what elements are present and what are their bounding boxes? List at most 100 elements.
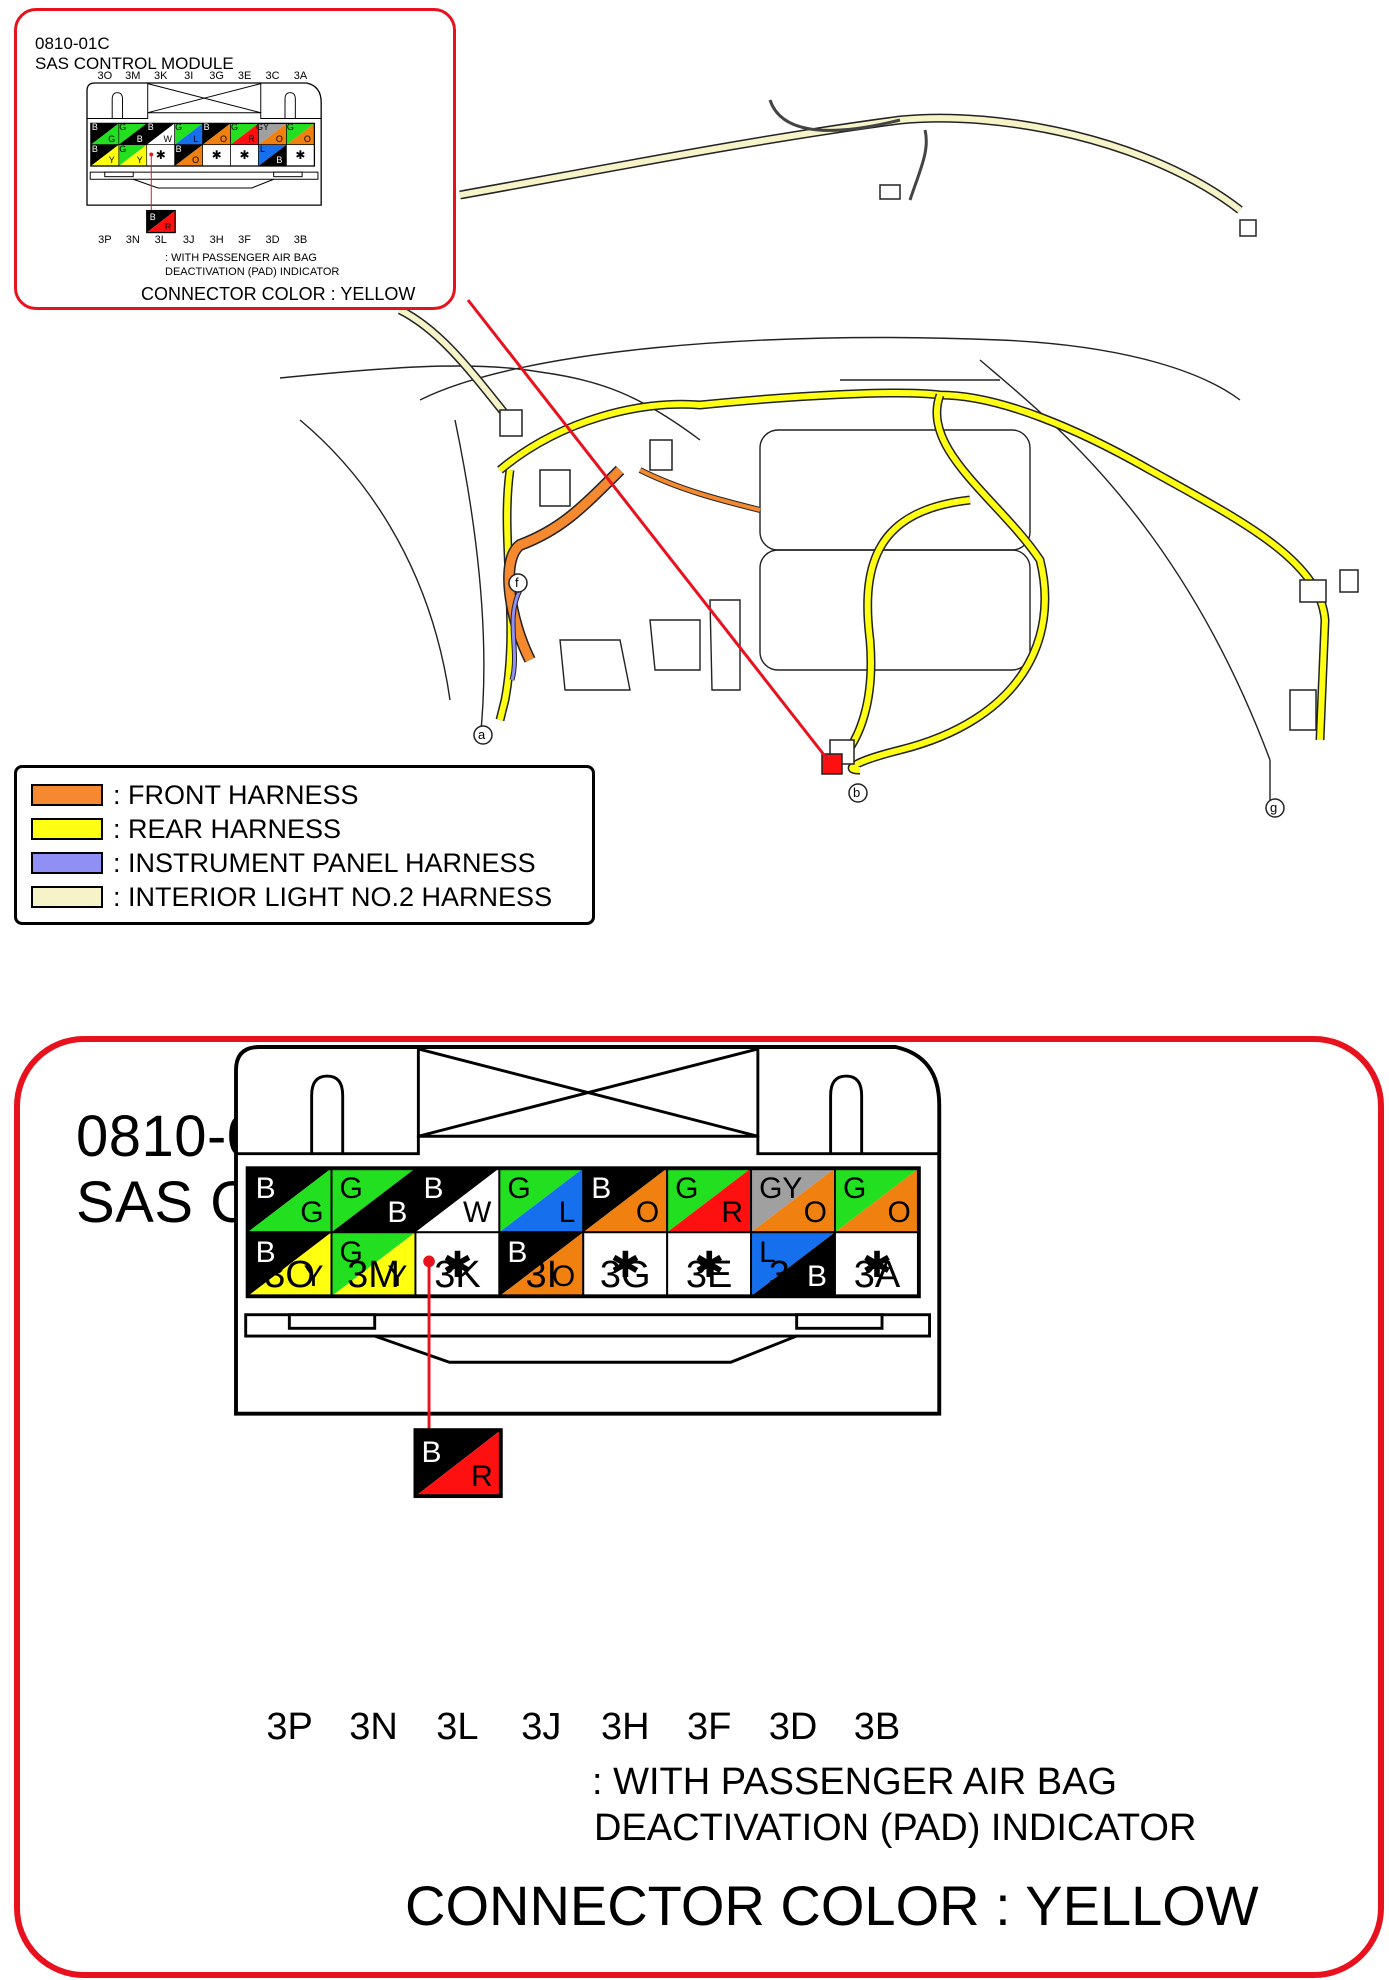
latch-notch [111,92,124,119]
pin-label-top: 3K [434,1254,481,1296]
pad-swatch-color-b [146,210,176,233]
wire-code-b: O [635,1196,660,1230]
inset-connector-color: CONNECTOR COLOR : YELLOW [141,284,416,304]
pin-label-bottom: 3L [436,1706,479,1748]
connector-base [244,1313,932,1338]
inset-pin-label-bottom: 3H [209,234,224,246]
wire-code-a: B [591,1172,612,1206]
pin-label-top: 3C [768,1254,818,1296]
wire-color-b [247,1232,332,1297]
inset-wire-code-a: B [91,143,98,154]
inset-wire-code-b: G [108,133,116,144]
wire-code-a: L [759,1236,776,1270]
inset-empty-mark: ✱ [295,148,306,163]
pin-label-top: 3I [525,1254,558,1296]
wire-color-a [247,1168,332,1233]
inset-wire-code-b: B [276,155,283,165]
wire-code-b: O [887,1196,911,1230]
inset-wire-code-a: GY [255,122,269,133]
legend-item: : INTERIOR LIGHT NO.2 HARNESS [31,880,552,914]
wire-color-b [146,123,175,145]
wire-code-b: O [803,1196,827,1230]
cover-window [147,83,262,114]
legend-label: : REAR HARNESS [113,813,342,844]
wire-code-a: GY [759,1172,803,1206]
legend-item: : FRONT HARNESS [31,778,359,812]
inset-wire-code-b: O [220,133,228,144]
inset-pin-label-top: 3O [97,70,113,82]
wire-color-b [751,1168,835,1233]
empty-cavity-mark: ✱ [610,1244,641,1286]
wire-code-a: B [507,1236,528,1270]
wire-code-b: B [806,1260,827,1294]
inset-wire-code-b: O [275,133,283,144]
wire-code-b: G [300,1196,324,1230]
wire-code-a: G [339,1236,363,1270]
wire-code-a: G [675,1172,699,1206]
empty-cavity-mark: ✱ [861,1244,893,1286]
wire-code-b: B [387,1196,408,1230]
wire-code-b: W [463,1196,492,1230]
wire-color-a [90,144,119,167]
inset-wire-code-b: O [192,155,200,165]
inset-wire-code-b: Y [108,155,115,165]
pin-label-top: 3M [347,1254,400,1296]
legend-label: : INTERIOR LIGHT NO.2 HARNESS [113,881,553,912]
wire-color-b [118,123,147,145]
dashboard-outline [279,336,1271,800]
wire-color-b [499,1232,584,1297]
inset-pin-label-bottom: 3P [98,234,112,246]
wire-color-b [247,1168,332,1233]
inset-wire-code-a: G [231,122,239,133]
cover-window [416,1047,760,1138]
wire-color-a [583,1168,668,1233]
instrument-panel-harness [509,588,523,681]
pin-label-bottom: 3D [768,1706,818,1748]
wire-color-a [258,144,287,167]
inset-pin-label-bottom: 3D [265,234,280,246]
inset-wire-code-b: Y [136,155,143,165]
detail-connector-color: CONNECTOR COLOR : YELLOW [405,1874,1259,1937]
wire-color-a [146,123,175,145]
wire-color-b [834,1168,919,1233]
inset-pin-label-bottom: 3N [125,234,140,246]
wire-code-b: Y [303,1260,324,1294]
wire-code-a: G [339,1172,363,1206]
wire-code-a: G [507,1172,531,1206]
wire-code-a: B [255,1172,276,1206]
inset-wire-code-a: B [175,143,182,154]
empty-cavity [666,1231,753,1298]
wire-color-a [751,1232,835,1297]
wire-color-b [230,123,259,145]
wire-color-b [415,1168,500,1233]
pin-label-bottom: 3P [266,1706,313,1748]
wire-color-b [331,1168,416,1233]
pad-code-b: R [471,1460,493,1494]
pin-label-bottom: 3H [600,1706,650,1748]
wire-code-b: O [551,1260,576,1294]
wire-color-a [499,1168,584,1233]
inset-wire-code-a: G [286,122,294,133]
wire-color-b [583,1168,668,1233]
pin-label-bottom: 3F [686,1706,732,1748]
empty-cavity [582,1231,669,1298]
inset-empty-mark: ✱ [239,148,250,163]
inset-pin-label-top: 3K [154,70,168,82]
pad-swatch-color-b [415,1430,501,1497]
pin-label-top: 3E [685,1254,733,1296]
inset-wire-code-a: B [147,122,154,133]
empty-cavity-mark: ✱ [694,1244,725,1286]
wire-color-a [286,123,315,145]
wire-color-b [90,123,119,145]
latch-notch [284,92,296,119]
inset-module: SAS CONTROL MODULE [35,54,234,73]
pin-label-bottom: 3J [521,1706,562,1748]
inset-wire-code-a: B [203,122,210,133]
wire-color-b [118,144,147,167]
wire-color-a [499,1232,584,1297]
pad-swatch [413,1428,503,1499]
pin-label-bottom: 3N [349,1706,398,1748]
inset-pin-label-top: 3E [237,70,252,82]
inset-pin-label-top: 3C [265,70,280,82]
wire-code-a: B [423,1172,444,1206]
